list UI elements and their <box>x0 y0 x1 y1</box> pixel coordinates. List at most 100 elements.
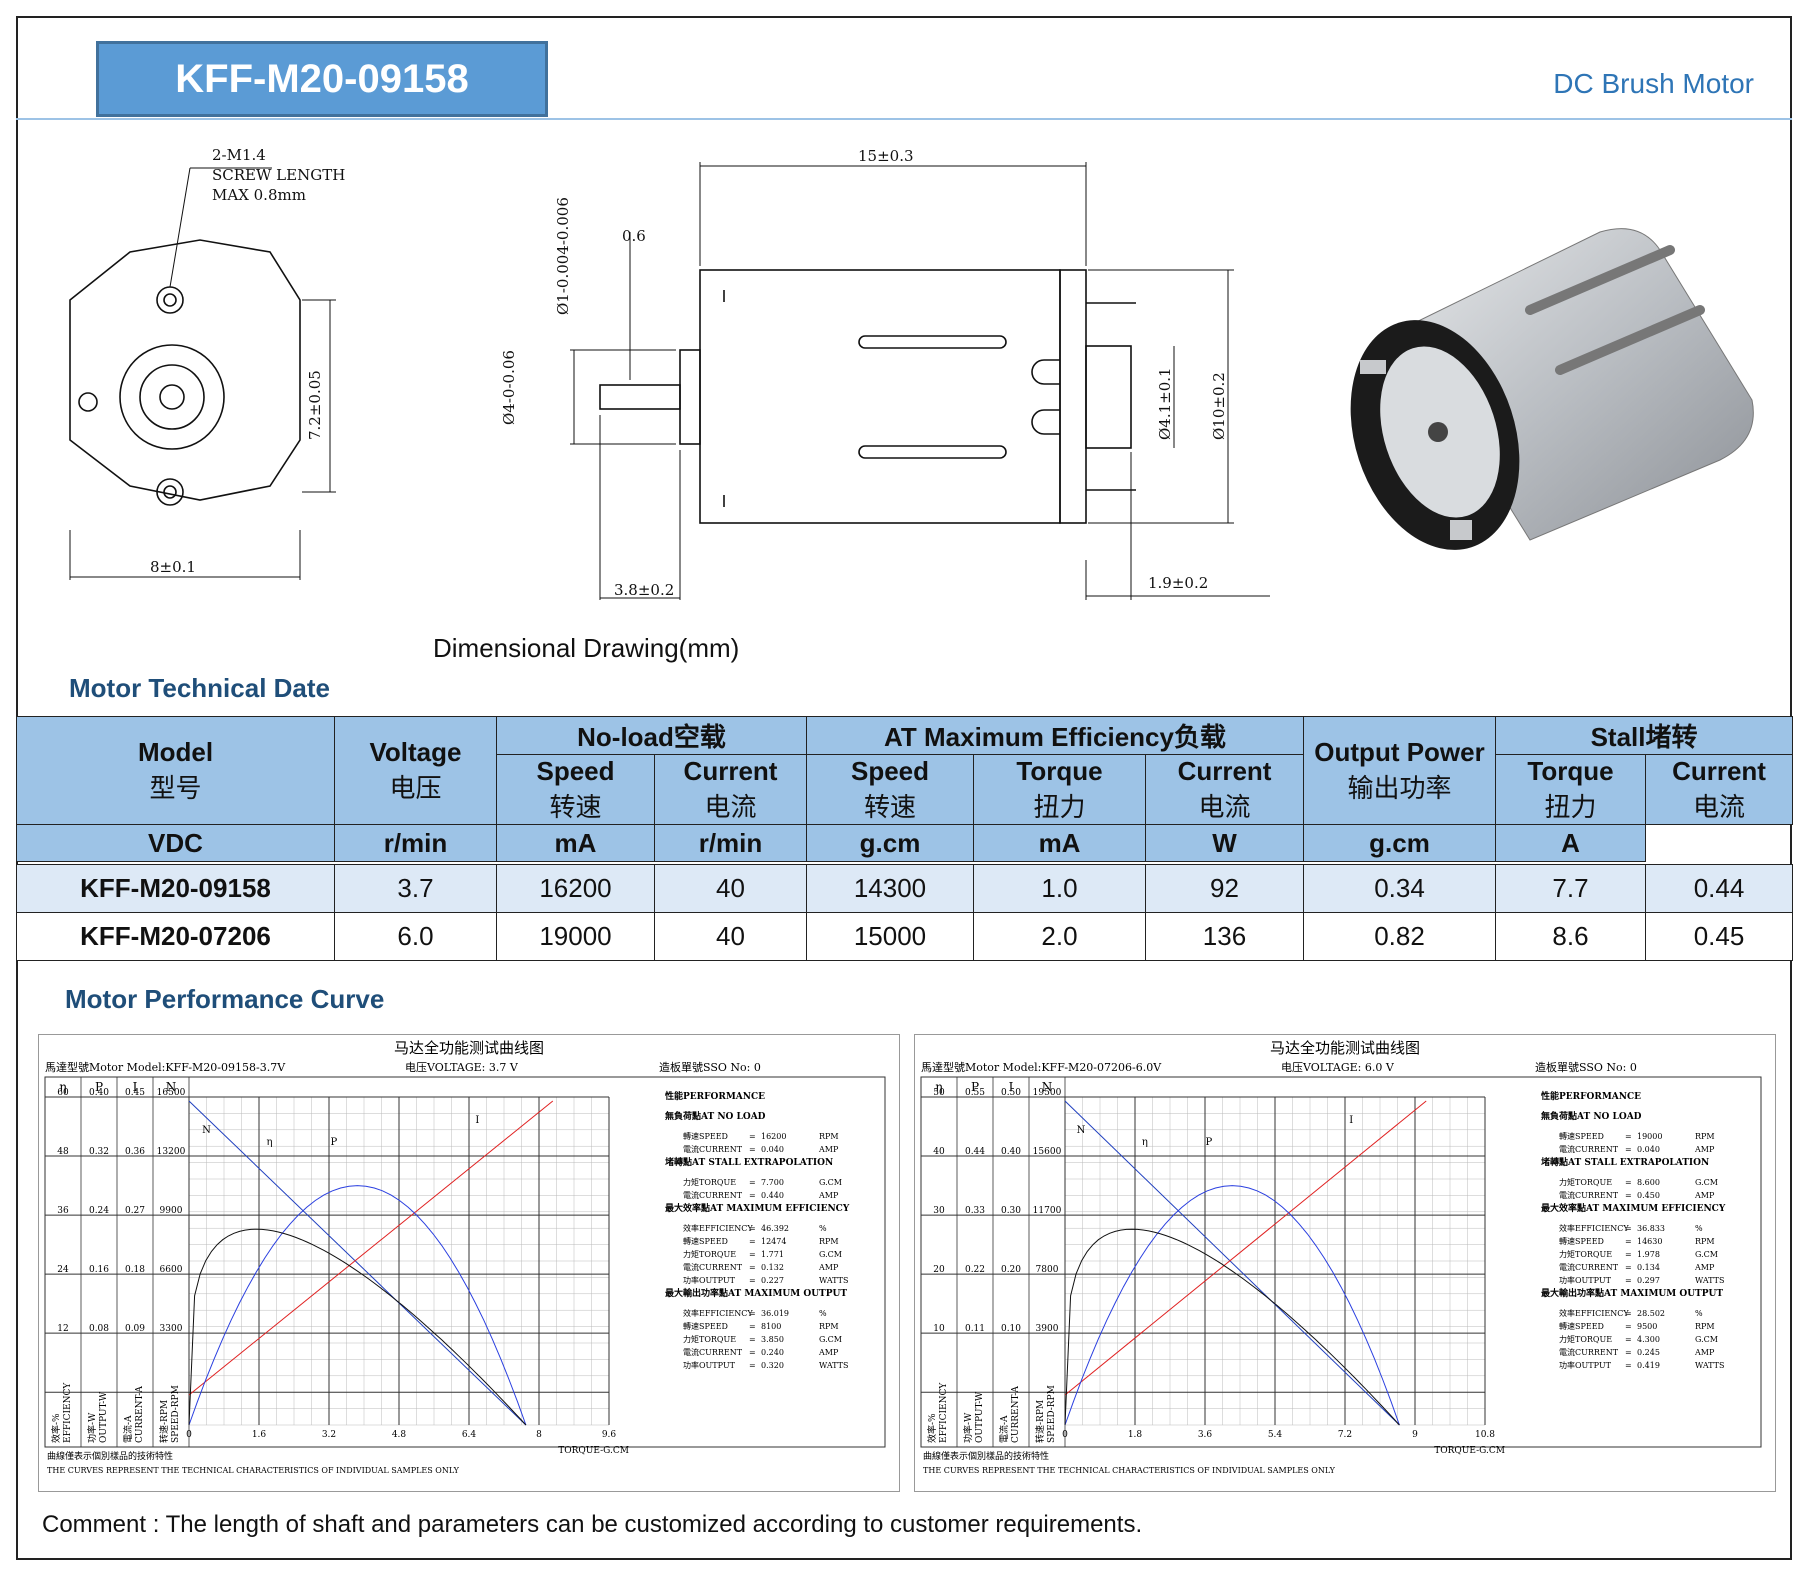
perf-unit: RPM <box>819 1237 839 1246</box>
dim-width: 8±0.1 <box>150 558 196 576</box>
y-tick-label: 0.32 <box>89 1147 109 1157</box>
cell-me-torque: 2.0 <box>973 912 1146 961</box>
perf-heading: 性能PERFORMANCE <box>665 1090 765 1102</box>
axis-name: EFFICIENCY <box>63 1382 73 1443</box>
footer-cn: 曲線僅表示個別樣品的技術特性 <box>923 1450 1049 1462</box>
axis-name: 電流-A <box>122 1415 134 1443</box>
perf-unit: G.CM <box>1695 1335 1718 1344</box>
perf-unit: AMP <box>1694 1145 1715 1154</box>
y-tick-label: 13200 <box>157 1147 186 1157</box>
y-tick-label: 9900 <box>160 1206 183 1216</box>
y-tick-label: 50 <box>933 1088 945 1098</box>
svg-text:=: = <box>749 1224 756 1233</box>
axis-name: 效率-% <box>926 1413 938 1443</box>
perf-key: 轉速SPEED <box>683 1236 728 1246</box>
svg-text:=: = <box>749 1322 756 1331</box>
perf-value: 0.419 <box>1637 1361 1660 1370</box>
x-tick-label: 6.4 <box>462 1430 477 1440</box>
perf-value: 0.245 <box>1637 1348 1660 1357</box>
perf-heading: 性能PERFORMANCE <box>1541 1090 1641 1102</box>
current-curve <box>188 1100 554 1396</box>
perf-key: 功率OUTPUT <box>1559 1275 1612 1285</box>
x-tick-label: 10.8 <box>1475 1430 1495 1440</box>
cell-me-speed: 15000 <box>806 912 974 961</box>
x-axis-label: TORQUE-G.CM <box>1434 1446 1505 1456</box>
x-tick-label: 0 <box>1062 1430 1068 1440</box>
curve-section-title: Motor Performance Curve <box>65 984 385 1014</box>
svg-text:=: = <box>749 1237 756 1246</box>
dim-hole-spacing: 7.2±0.05 <box>306 370 324 440</box>
perf-key: 力矩TORQUE <box>683 1249 736 1259</box>
perf-value: 0.040 <box>761 1145 784 1154</box>
shaft <box>599 384 681 410</box>
perf-unit: WATTS <box>1695 1361 1724 1370</box>
svg-text:=: = <box>1625 1191 1632 1200</box>
perf-key: 電流CURRENT <box>1559 1347 1619 1357</box>
perf-unit: RPM <box>1695 1237 1715 1246</box>
dim-flange: 0.6 <box>622 227 646 245</box>
y-tick-label: 0.08 <box>89 1324 109 1334</box>
cell-nl-current: 40 <box>654 864 807 913</box>
perf-unit: % <box>1695 1224 1703 1233</box>
perf-value: 16200 <box>761 1132 786 1141</box>
perf-key: 電流CURRENT <box>683 1144 743 1154</box>
perf-unit: % <box>819 1309 827 1318</box>
unit-current: mA <box>973 824 1147 862</box>
y-tick-label: 0.16 <box>89 1265 109 1275</box>
perf-key: 電流CURRENT <box>683 1262 743 1272</box>
screw-note-2: SCREW LENGTH <box>212 166 345 184</box>
perf-key: 電流CURRENT <box>1559 1144 1619 1154</box>
th-maxeff: AT Maximum Efficiency负载 <box>806 716 1305 755</box>
curve-label-eta: η <box>266 1137 272 1148</box>
performance-curve-1: 马达全功能测试曲线图馬達型號Motor Model:KFF-M20-09158-… <box>38 1034 900 1492</box>
perf-unit: % <box>1695 1309 1703 1318</box>
y-tick-label: 0.09 <box>125 1324 145 1334</box>
unit-torque: g.cm <box>1303 824 1497 862</box>
perf-key: 力矩TORQUE <box>683 1334 736 1344</box>
motor-photo <box>1350 228 1754 550</box>
col-head: P <box>95 1080 103 1094</box>
svg-text:=: = <box>749 1132 756 1141</box>
perf-key: 力矩TORQUE <box>1559 1334 1612 1344</box>
cell-model: KFF-M20-07206 <box>16 912 335 961</box>
dim-body-length: 15±0.3 <box>858 147 914 165</box>
unit-current: A <box>1495 824 1647 862</box>
cell-output: 0.82 <box>1303 912 1496 961</box>
svg-text:=: = <box>1625 1348 1632 1357</box>
curve-label-n: N <box>1077 1125 1086 1136</box>
svg-text:=: = <box>749 1335 756 1344</box>
chart-title: 马达全功能测试曲线图 <box>394 1039 544 1057</box>
svg-text:=: = <box>1625 1309 1632 1318</box>
perf-value: 28.502 <box>1637 1309 1665 1318</box>
perf-unit: % <box>819 1224 827 1233</box>
perf-unit: G.CM <box>1695 1250 1718 1259</box>
y-tick-label: 0.40 <box>1001 1147 1021 1157</box>
perf-value: 7.700 <box>761 1178 784 1187</box>
spec-table-rows: KFF-M20-09158 3.7 16200 40 14300 1.0 92 … <box>16 864 1793 961</box>
y-tick-label: 12 <box>57 1324 68 1334</box>
model-line: 馬達型號Motor Model:KFF-M20-09158-3.7V <box>45 1060 286 1074</box>
perf-value: 0.297 <box>1637 1276 1660 1285</box>
curve-label-eta: η <box>1142 1137 1148 1148</box>
y-tick-label: 3900 <box>1036 1324 1059 1334</box>
y-tick-label: 0.10 <box>1001 1324 1021 1334</box>
y-tick-label: 0.24 <box>89 1206 109 1216</box>
y-tick-label: 0.36 <box>125 1147 145 1157</box>
axis-name: 转速-RPM <box>1034 1400 1046 1443</box>
mount-hole-top <box>156 286 184 314</box>
curve-label-p: P <box>1205 1137 1212 1148</box>
svg-text:=: = <box>749 1178 756 1187</box>
perf-unit: RPM <box>819 1322 839 1331</box>
perf-heading: 無負荷點AT NO LOAD <box>665 1110 766 1122</box>
perf-key: 效率EFFICIENCY <box>683 1223 753 1233</box>
y-tick-label: 30 <box>933 1206 945 1216</box>
perf-heading: 最大效率點AT MAXIMUM EFFICIENCY <box>1541 1202 1726 1214</box>
perf-value: 19000 <box>1637 1132 1662 1141</box>
svg-text:=: = <box>1625 1132 1632 1141</box>
perf-key: 電流CURRENT <box>683 1190 743 1200</box>
